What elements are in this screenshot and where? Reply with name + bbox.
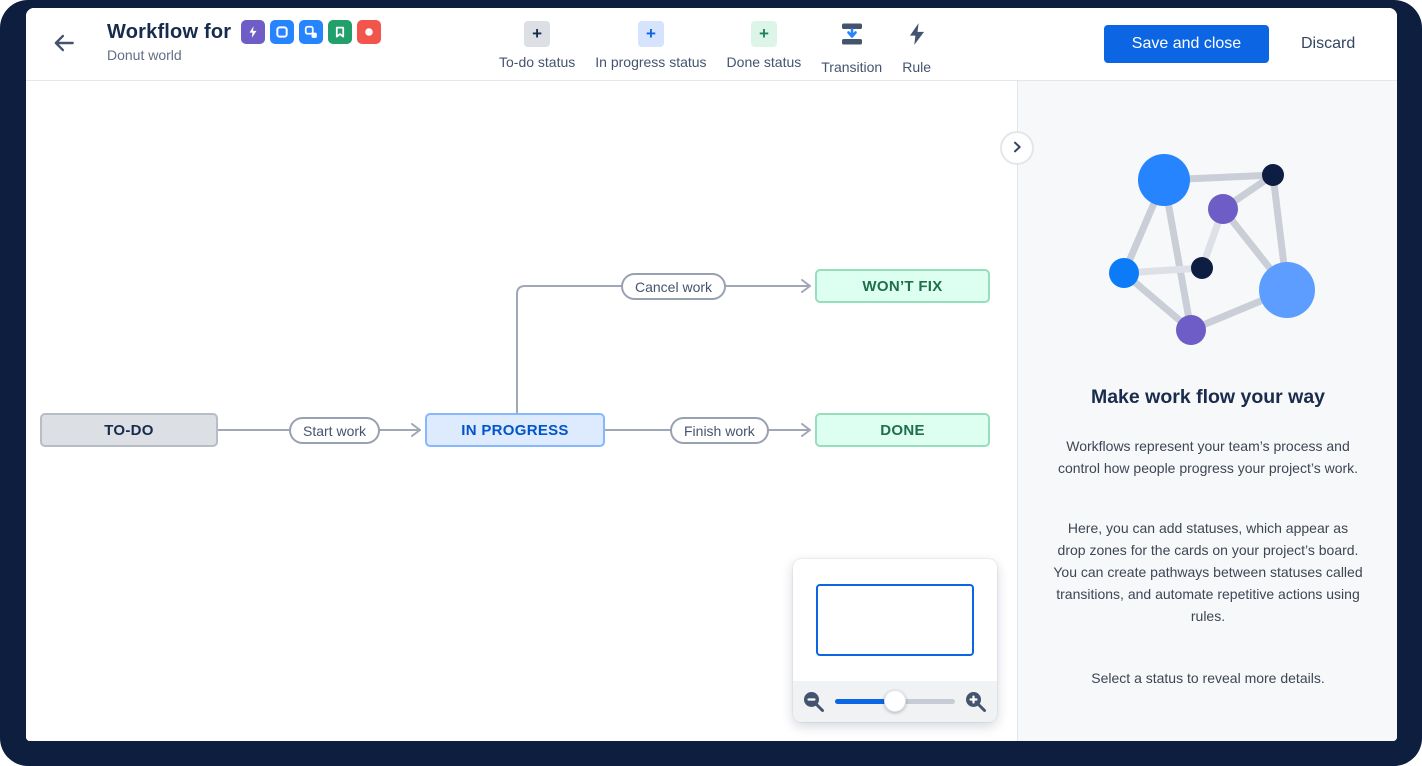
node-blue-small bbox=[1109, 258, 1139, 288]
status-node-done[interactable]: DONE bbox=[815, 413, 990, 447]
palette-toolbar: + To-do status + In progress status + Do… bbox=[499, 21, 931, 75]
bug-icon bbox=[357, 20, 382, 44]
subtask-icon bbox=[299, 20, 324, 44]
lightning-icon bbox=[904, 21, 930, 52]
workflow-network-illustration bbox=[1103, 139, 1323, 354]
transition-finish-work[interactable]: Finish work bbox=[670, 417, 769, 444]
back-button[interactable] bbox=[48, 28, 80, 60]
minimap-viewport[interactable] bbox=[816, 584, 974, 656]
issue-type-icons bbox=[241, 20, 382, 44]
epic-icon bbox=[241, 20, 266, 44]
plus-icon: + bbox=[637, 21, 664, 47]
palette-rule[interactable]: Rule bbox=[902, 21, 931, 75]
sidebar-paragraph: Here, you can add statuses, which appear… bbox=[1053, 520, 1363, 624]
node-purple-bottom bbox=[1176, 315, 1206, 345]
minimap-zoom-bar bbox=[793, 681, 997, 722]
plus-icon: + bbox=[524, 21, 551, 47]
task-icon bbox=[270, 20, 295, 44]
sidebar-paragraph: Workflows represent your team’s process … bbox=[1057, 438, 1359, 476]
chevron-right-icon bbox=[1009, 139, 1025, 158]
editor-header: Workflow for bbox=[26, 8, 1397, 81]
title-block: Workflow for bbox=[107, 20, 382, 63]
workflow-editor-app: Workflow for bbox=[26, 8, 1397, 741]
arrowhead-icon bbox=[801, 279, 811, 293]
discard-button[interactable]: Discard bbox=[1289, 25, 1367, 63]
node-purple bbox=[1208, 194, 1238, 224]
palette-todo-status[interactable]: + To-do status bbox=[499, 21, 575, 70]
transition-start-work[interactable]: Start work bbox=[289, 417, 381, 444]
project-name: Donut world bbox=[107, 47, 182, 63]
node-lightblue-large bbox=[1259, 262, 1315, 318]
zoom-slider-thumb[interactable] bbox=[884, 690, 906, 712]
page-title: Workflow for bbox=[107, 20, 232, 43]
status-node-todo[interactable]: TO-DO bbox=[40, 413, 218, 447]
magnifier-plus-icon bbox=[964, 692, 988, 717]
palette-label: In progress status bbox=[595, 54, 707, 70]
palette-inprogress-status[interactable]: + In progress status bbox=[595, 21, 707, 70]
arrow-left-icon bbox=[51, 34, 77, 59]
sidebar-paragraph: Select a status to reveal more details. bbox=[1091, 670, 1325, 686]
palette-label: Done status bbox=[726, 54, 802, 70]
node-blue-large bbox=[1138, 154, 1190, 206]
status-node-wont-fix[interactable]: WON’T FIX bbox=[815, 269, 990, 303]
magnifier-minus-icon bbox=[802, 692, 826, 717]
arrowhead-icon bbox=[411, 423, 421, 437]
palette-transition[interactable]: Transition bbox=[821, 21, 882, 75]
zoom-slider-track[interactable] bbox=[835, 690, 955, 712]
palette-label: To-do status bbox=[499, 54, 576, 70]
edge-inprogress-wontfix bbox=[516, 285, 811, 414]
arrowhead-icon bbox=[801, 423, 811, 437]
palette-label: Transition bbox=[821, 59, 883, 75]
transition-cancel-work[interactable]: Cancel work bbox=[621, 273, 727, 300]
sidebar-collapse-button[interactable] bbox=[1000, 131, 1034, 165]
story-icon bbox=[328, 20, 353, 44]
workflow-canvas[interactable]: TO-DO IN PROGRESS DONE WON’T FIX Start w… bbox=[26, 81, 1017, 741]
transition-icon bbox=[839, 21, 865, 52]
info-sidebar: Make work flow your way Workflows repres… bbox=[1017, 81, 1397, 741]
node-navy-center bbox=[1191, 257, 1213, 279]
sidebar-heading: Make work flow your way bbox=[1090, 386, 1326, 408]
minimap-panel bbox=[793, 559, 997, 722]
palette-done-status[interactable]: + Done status bbox=[726, 21, 802, 70]
zoom-in-button[interactable] bbox=[964, 690, 988, 714]
palette-label: Rule bbox=[902, 59, 932, 75]
node-navy-small bbox=[1262, 164, 1284, 186]
zoom-slider-fill bbox=[835, 699, 895, 704]
plus-icon: + bbox=[750, 21, 777, 47]
save-and-close-button[interactable]: Save and close bbox=[1104, 25, 1269, 63]
status-node-in-progress[interactable]: IN PROGRESS bbox=[425, 413, 605, 447]
zoom-out-button[interactable] bbox=[802, 690, 826, 714]
